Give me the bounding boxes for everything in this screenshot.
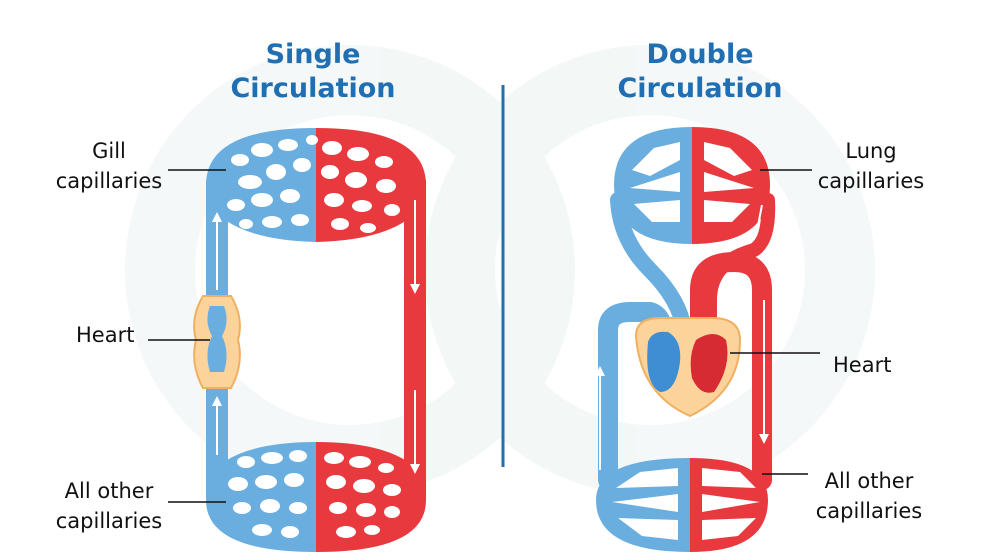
single-circulation-figure [193, 128, 426, 552]
double-heart-label-text: Heart [833, 353, 892, 377]
single-heart [193, 295, 241, 389]
lung-label-line1: Lung [845, 139, 897, 163]
single-flow-arrows [212, 200, 420, 474]
double-circulation-figure [595, 127, 776, 552]
lung-label-line2: capillaries [817, 169, 925, 193]
single-other-line1: All other [64, 479, 154, 503]
double-other-line2: capillaries [815, 499, 923, 523]
lung-capillaries-label: Lung capillaries [806, 136, 936, 196]
double-other-line1: All other [824, 469, 914, 493]
gill-capillaries-label: Gill capillaries [44, 136, 174, 196]
double-circulation-title: Double Circulation [600, 38, 800, 106]
single-heart-label: Heart [76, 320, 134, 350]
double-body-capillaries-bed [596, 458, 768, 552]
gill-capillaries-bed [206, 128, 426, 242]
leader-lines [148, 169, 820, 503]
single-heart-label-text: Heart [76, 323, 135, 347]
single-other-capillaries-label: All other capillaries [44, 476, 174, 536]
gill-label-line1: Gill [92, 139, 126, 163]
double-heart-label: Heart [833, 350, 891, 380]
double-flow-arrows [595, 204, 769, 470]
double-other-capillaries-label: All other capillaries [804, 466, 934, 526]
single-title-line2: Circulation [230, 73, 396, 104]
double-title-line1: Double [646, 39, 754, 70]
single-circulation-title: Single Circulation [218, 38, 408, 106]
single-oxygenated-vessel [404, 180, 426, 500]
single-body-capillaries-bed [206, 442, 426, 552]
lung-capillaries-bed [614, 127, 770, 244]
double-heart [634, 317, 742, 418]
double-title-line2: Circulation [617, 73, 783, 104]
single-title-line1: Single [265, 39, 361, 70]
gill-label-line2: capillaries [55, 169, 163, 193]
single-other-line2: capillaries [55, 509, 163, 533]
